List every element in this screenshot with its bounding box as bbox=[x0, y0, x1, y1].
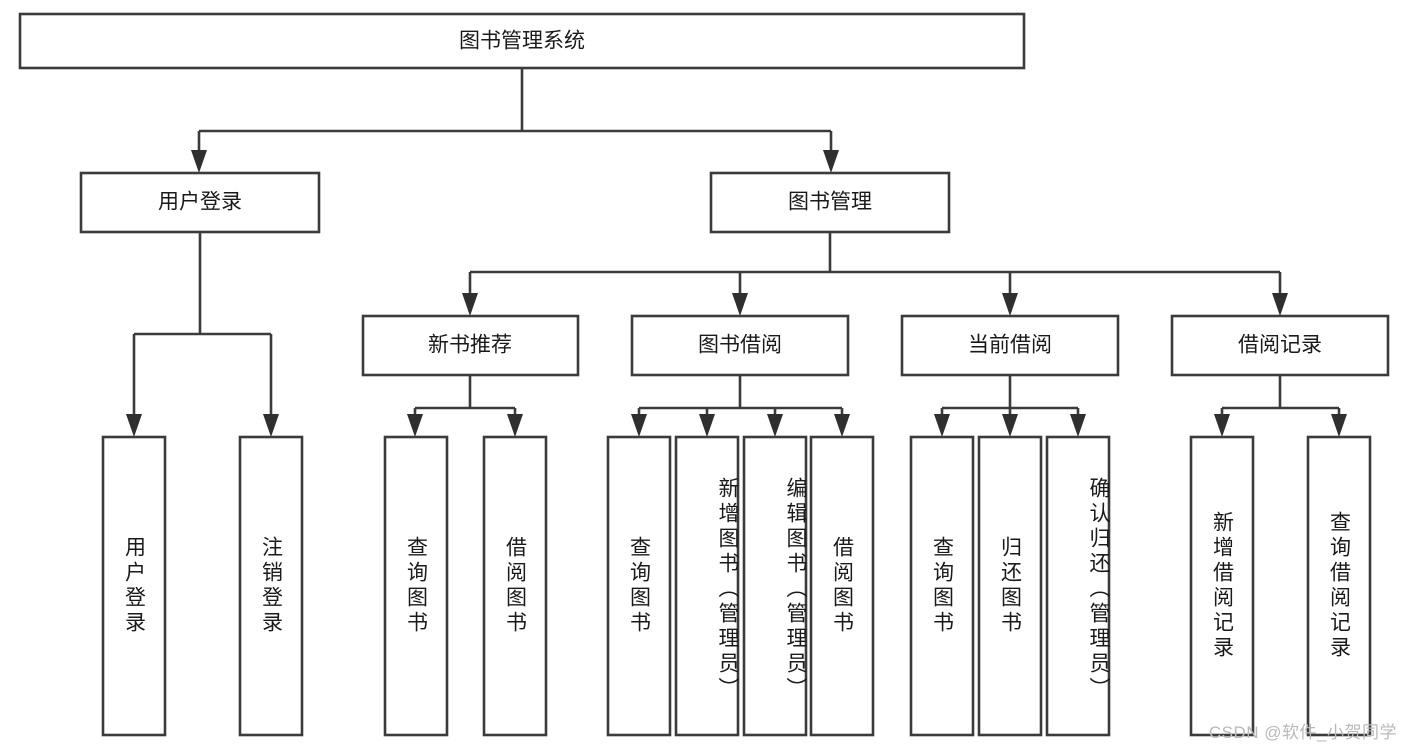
node-current-borrow-label: 当前借阅 bbox=[968, 334, 1052, 357]
connector-user-login-to-leaves bbox=[126, 232, 279, 437]
node-book-borrow[interactable]: 图书借阅 bbox=[630, 314, 850, 377]
arrow-head-icon bbox=[767, 414, 783, 437]
arrow-head-icon bbox=[407, 414, 423, 437]
arrow-head-icon bbox=[699, 414, 715, 437]
arrow-head-icon bbox=[263, 414, 279, 437]
leaf-box-query-book-2[interactable] bbox=[606, 435, 672, 737]
leaf-box-edit-book-admin[interactable] bbox=[742, 435, 808, 737]
leaf-box-logout[interactable] bbox=[238, 435, 304, 737]
connector-management-to-level3 bbox=[462, 232, 1288, 316]
node-current-borrow[interactable]: 当前借阅 bbox=[900, 314, 1120, 377]
arrow-head-icon bbox=[1002, 414, 1018, 437]
arrow-head-icon bbox=[1002, 293, 1018, 316]
arrow-head-icon bbox=[834, 414, 850, 437]
connector-recommend-to-leaves bbox=[407, 375, 523, 437]
arrow-head-icon bbox=[191, 150, 207, 173]
leaf-box-confirm-return-admin[interactable] bbox=[1045, 435, 1111, 737]
leaf-box-query-borrow-record[interactable] bbox=[1306, 435, 1372, 737]
node-root-label: 图书管理系统 bbox=[459, 30, 585, 53]
connector-record-to-leaves bbox=[1214, 375, 1347, 437]
arrow-head-icon bbox=[507, 414, 523, 437]
node-user-login-label: 用户登录 bbox=[158, 191, 242, 214]
leaf-box-add-book-admin[interactable] bbox=[674, 435, 740, 737]
arrow-head-icon bbox=[934, 414, 950, 437]
leaf-box-user-login[interactable] bbox=[101, 435, 167, 737]
connector-root-to-level2 bbox=[191, 68, 839, 173]
arrow-head-icon bbox=[1214, 414, 1230, 437]
arrow-head-icon bbox=[1070, 414, 1086, 437]
arrow-head-icon bbox=[823, 150, 839, 173]
arrow-head-icon bbox=[1272, 293, 1288, 316]
node-borrow-record[interactable]: 借阅记录 bbox=[1170, 314, 1390, 377]
node-user-login[interactable]: 用户登录 bbox=[79, 171, 321, 234]
node-book-borrow-label: 图书借阅 bbox=[698, 334, 782, 357]
leaf-box-query-book-1[interactable] bbox=[383, 435, 449, 737]
node-current-borrow-box bbox=[900, 314, 1120, 377]
node-new-book-recommend[interactable]: 新书推荐 bbox=[361, 314, 580, 377]
node-book-management[interactable]: 图书管理 bbox=[709, 171, 951, 234]
node-user-login-box bbox=[79, 171, 321, 234]
node-root-box bbox=[18, 12, 1026, 70]
leaf-boxes-group bbox=[101, 435, 1372, 737]
leaf-box-borrow-book-2[interactable] bbox=[809, 435, 875, 737]
arrow-head-icon bbox=[1331, 414, 1347, 437]
connector-borrow-to-leaves bbox=[631, 375, 850, 437]
arrow-head-icon bbox=[732, 293, 748, 316]
node-borrow-record-label: 借阅记录 bbox=[1238, 334, 1322, 357]
leaf-box-borrow-book-1[interactable] bbox=[482, 435, 548, 737]
arrow-head-icon bbox=[462, 293, 478, 316]
node-new-book-recommend-box bbox=[361, 314, 580, 377]
leaf-box-add-borrow-record[interactable] bbox=[1189, 435, 1255, 737]
watermark-text: CSDN @软件_小贺同学 bbox=[1208, 723, 1397, 742]
arrow-head-icon bbox=[631, 414, 647, 437]
node-new-book-recommend-label: 新书推荐 bbox=[428, 334, 512, 357]
leaf-box-return-book[interactable] bbox=[977, 435, 1043, 737]
arrow-head-icon bbox=[126, 414, 142, 437]
connector-current-to-leaves bbox=[934, 375, 1086, 437]
node-book-management-label: 图书管理 bbox=[788, 191, 872, 214]
leaf-box-query-book-3[interactable] bbox=[909, 435, 975, 737]
node-root[interactable]: 图书管理系统 bbox=[18, 12, 1026, 70]
